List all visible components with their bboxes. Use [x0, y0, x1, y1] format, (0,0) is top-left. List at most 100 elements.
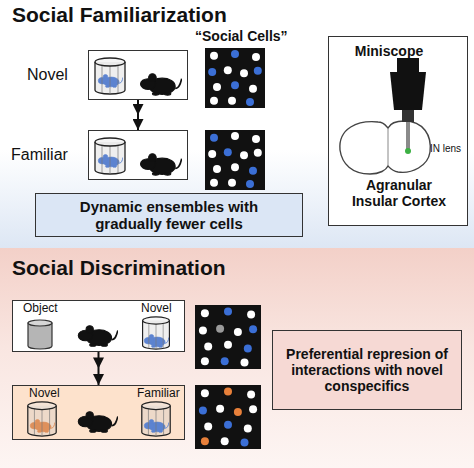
- cell-dot: [210, 134, 218, 142]
- cell-dot: [247, 311, 255, 319]
- cell-dot: [254, 149, 262, 157]
- cell-dot: [231, 132, 239, 140]
- cell-dot: [210, 179, 218, 187]
- object-novel-scene: [144, 334, 169, 347]
- miniscope-device: [397, 58, 419, 72]
- section-title: Social Discrimination: [12, 256, 226, 280]
- cell-dot: [201, 437, 209, 445]
- cell-dot: [224, 66, 232, 74]
- cell-dot: [249, 167, 257, 175]
- summary-box: Preferential represion of interactions w…: [272, 330, 462, 410]
- cell-dot: [252, 53, 260, 61]
- summary-box: Dynamic ensembles with gradually fewer c…: [35, 193, 303, 237]
- familiar-scene: [95, 138, 125, 174]
- cell-dot: [221, 437, 229, 445]
- stimulus-label: Familiar: [137, 387, 180, 401]
- cell-dots: [199, 50, 262, 447]
- cell-dot: [210, 52, 218, 60]
- section-title: Social Familiarization: [12, 3, 227, 27]
- cell-dot: [201, 357, 209, 365]
- novel-scene: [141, 74, 182, 95]
- cell-dot: [213, 83, 221, 91]
- flow-arrow: [98, 352, 100, 385]
- cell-dot: [216, 405, 224, 413]
- cell-dot: [240, 69, 248, 77]
- cell-dot: [228, 179, 236, 187]
- cell-dot: [249, 85, 257, 93]
- object-novel-scene: [143, 317, 170, 349]
- stimulus-label: Novel: [29, 387, 60, 401]
- cell-dot: [234, 328, 242, 336]
- familiar-scene: [141, 154, 182, 175]
- cell-dot: [231, 81, 239, 89]
- novel-scene: [95, 58, 182, 95]
- cell-dot: [249, 325, 257, 333]
- cell-dot: [224, 148, 232, 156]
- cell-dot: [224, 307, 232, 315]
- brain-section: [388, 128, 389, 166]
- cell-dot: [221, 357, 229, 365]
- cell-dot: [213, 165, 221, 173]
- stimulus-label: Object: [23, 302, 58, 316]
- cell-dot: [216, 325, 224, 333]
- cell-dot: [199, 407, 207, 415]
- cell-dot: [208, 150, 216, 158]
- cell-dot: [249, 405, 257, 413]
- novel-familiar-scene: [142, 402, 170, 436]
- cell-dot: [224, 341, 232, 349]
- object-novel-scene: [28, 317, 169, 349]
- brain-section: [340, 121, 430, 174]
- cell-dot: [204, 343, 212, 351]
- familiar-scene: [98, 154, 123, 167]
- cell-dot: [204, 423, 212, 431]
- cell-dot: [244, 345, 252, 353]
- miniscope-device: [402, 110, 414, 122]
- object-novel-scene: [28, 323, 52, 349]
- cell-dot: [228, 97, 236, 105]
- grid-label: “Social Cells”: [195, 28, 275, 44]
- miniscope-device: [390, 72, 426, 110]
- object-novel-scene: [78, 326, 118, 347]
- cell-dot: [231, 163, 239, 171]
- method-panel: MiniscopeGRIN lensAgranular Insular Cort…: [328, 36, 468, 226]
- novel-familiar-scene: [28, 402, 170, 436]
- cell-dot: [244, 425, 252, 433]
- novel-familiar-scene: [28, 402, 56, 436]
- cell-dot: [247, 391, 255, 399]
- cell-dot: [234, 408, 242, 416]
- novel-familiar-scene: [144, 419, 169, 432]
- cell-dot: [231, 50, 239, 58]
- familiar-scene: [95, 138, 182, 175]
- miniscope-device: [390, 58, 426, 154]
- condition-label: Familiar: [11, 146, 68, 164]
- cell-dot: [199, 327, 207, 335]
- novel-scene: [98, 74, 123, 87]
- scene-box: Familiar: [88, 130, 188, 180]
- cell-grid: [205, 48, 265, 108]
- scene-box: Novel: [88, 50, 188, 100]
- stimulus-label: Novel: [141, 302, 172, 316]
- cell-grid: [195, 305, 261, 369]
- cell-dot: [241, 359, 249, 367]
- summary-text: Dynamic ensembles with gradually fewer c…: [36, 198, 302, 233]
- cell-dot: [252, 135, 260, 143]
- cell-grid: [205, 130, 265, 190]
- novel-scene: [95, 58, 125, 94]
- summary-text: Preferential represion of interactions w…: [273, 346, 461, 394]
- section-band: Social DiscriminationObjectNovelNovelFam…: [0, 248, 474, 468]
- cell-dot: [210, 97, 218, 105]
- cell-dot: [201, 389, 209, 397]
- scene-box: Object Novel: [12, 300, 185, 352]
- cell-grid: [195, 385, 261, 449]
- cell-dot: [208, 68, 216, 76]
- cell-grid: [195, 48, 265, 449]
- miniscope-device: [405, 148, 411, 154]
- device-label: Miniscope: [339, 43, 439, 59]
- cell-dot: [240, 151, 248, 159]
- novel-familiar-scene: [30, 419, 55, 432]
- cell-dot: [254, 67, 262, 75]
- region-label: Agranular Insular Cortex: [344, 177, 454, 209]
